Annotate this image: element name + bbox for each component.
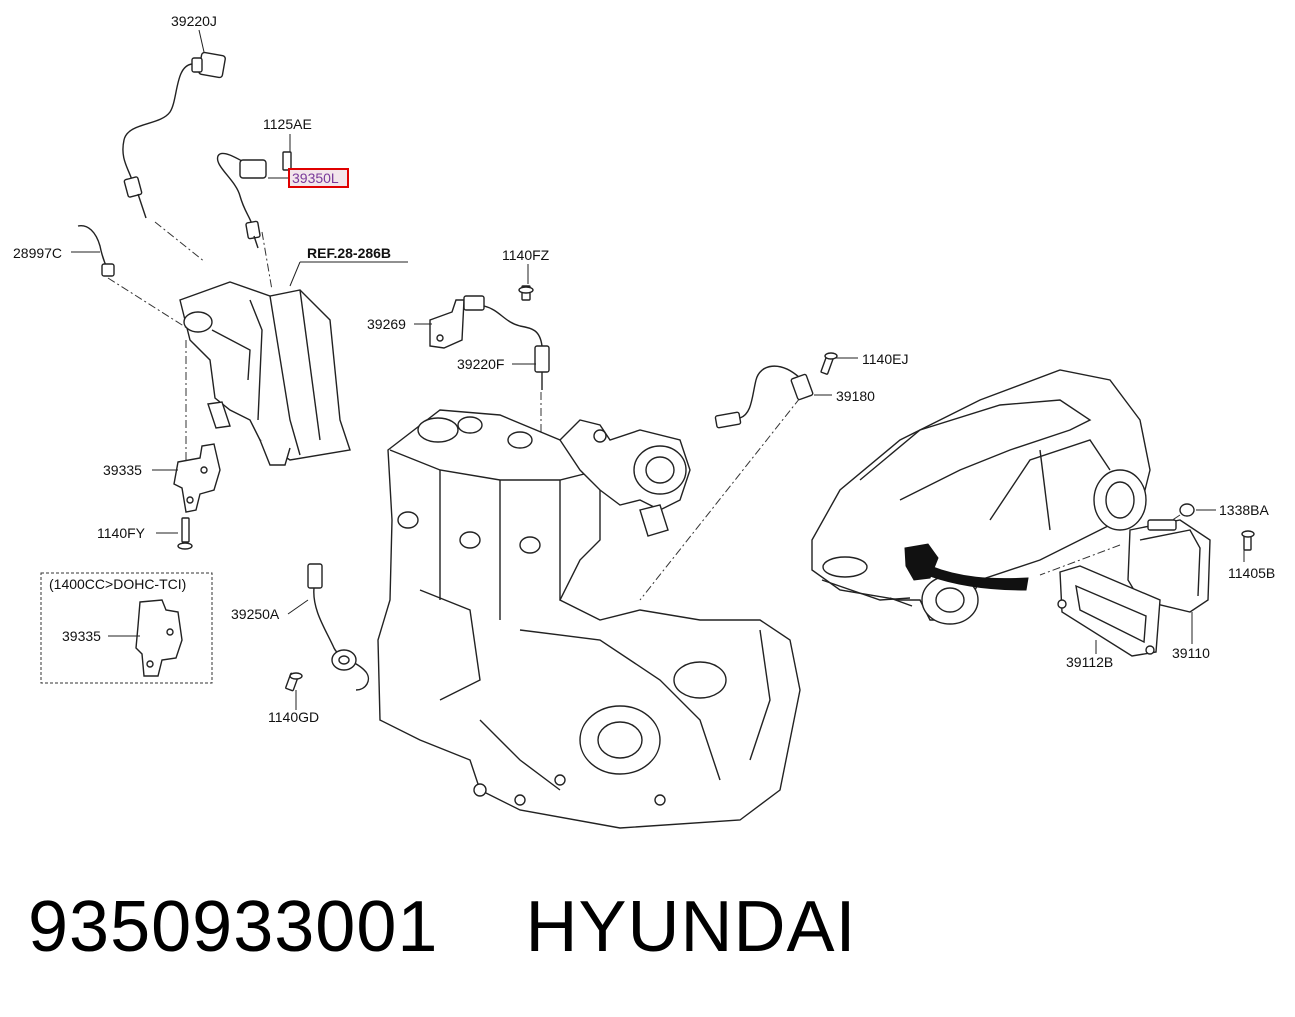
callout-39350L[interactable]: 39350L xyxy=(292,170,339,186)
variant-note: (1400CC>DOHC-TCI) xyxy=(49,576,186,592)
callout-11405B[interactable]: 11405B xyxy=(1228,565,1275,581)
callout-1140FZ[interactable]: 1140FZ xyxy=(502,247,550,263)
part-1140EJ-bolt[interactable] xyxy=(820,352,838,375)
callout-39110[interactable]: 39110 xyxy=(1172,645,1210,661)
part-39269-bracket[interactable] xyxy=(429,299,465,349)
callout-39250A[interactable]: 39250A xyxy=(231,606,280,622)
callout-39335-variant[interactable]: 39335 xyxy=(62,628,101,644)
callout-1140FY[interactable]: 1140FY xyxy=(97,525,146,541)
callout-1140GD[interactable]: 1140GD xyxy=(268,709,319,725)
callout-leaders xyxy=(71,29,1245,710)
catalytic-converter-assembly xyxy=(179,281,351,466)
caption-part-number: 9350933001 xyxy=(28,887,439,967)
variant-detail-box xyxy=(40,572,213,684)
callout-1140EJ[interactable]: 1140EJ xyxy=(862,351,908,367)
part-28997C-tube[interactable] xyxy=(77,225,115,277)
part-1338BA-nut[interactable] xyxy=(1179,503,1195,517)
callout-39180[interactable]: 39180 xyxy=(836,388,875,404)
callout-39220J[interactable]: 39220J xyxy=(171,13,217,29)
callout-39350L-highlight-box xyxy=(288,168,349,188)
callout-labels: 39220J 1125AE 39350L 28997C REF.28-286B … xyxy=(13,13,1275,725)
part-39220F-sensor[interactable] xyxy=(463,295,550,390)
callout-1338BA[interactable]: 1338BA xyxy=(1219,502,1269,518)
callout-39112B[interactable]: 39112B xyxy=(1066,654,1113,670)
callout-28997C[interactable]: 28997C xyxy=(13,245,62,261)
caption-brand: HYUNDAI xyxy=(525,887,857,967)
part-11405B-bolt[interactable] xyxy=(1241,530,1255,551)
part-39220J-sensor[interactable] xyxy=(122,51,226,219)
part-39180-sensor[interactable] xyxy=(714,365,814,429)
part-caption: 9350933001 HYUNDAI xyxy=(28,886,857,968)
part-39350L-sensor[interactable] xyxy=(216,151,292,249)
dashed-leaders xyxy=(107,221,1181,601)
engine-block xyxy=(377,409,801,829)
callout-ref-28-286B[interactable]: REF.28-286B xyxy=(307,245,391,261)
callout-39220F[interactable]: 39220F xyxy=(457,356,504,372)
part-39112B-bracket[interactable] xyxy=(1057,565,1161,657)
part-39110-ecu[interactable] xyxy=(1127,519,1211,613)
part-39335-bracket[interactable] xyxy=(173,443,221,513)
part-1140FZ-bolt[interactable] xyxy=(518,285,534,301)
callout-1125AE[interactable]: 1125AE xyxy=(263,116,312,132)
callout-39335[interactable]: 39335 xyxy=(103,462,142,478)
part-1140GD-bolt[interactable] xyxy=(285,672,303,692)
part-1140FY-bolt[interactable] xyxy=(177,517,193,550)
part-39250A-knock-sensor[interactable] xyxy=(307,563,370,691)
vehicle-illustration xyxy=(811,369,1151,625)
turbocharger xyxy=(559,419,691,537)
callout-39269[interactable]: 39269 xyxy=(367,316,406,332)
